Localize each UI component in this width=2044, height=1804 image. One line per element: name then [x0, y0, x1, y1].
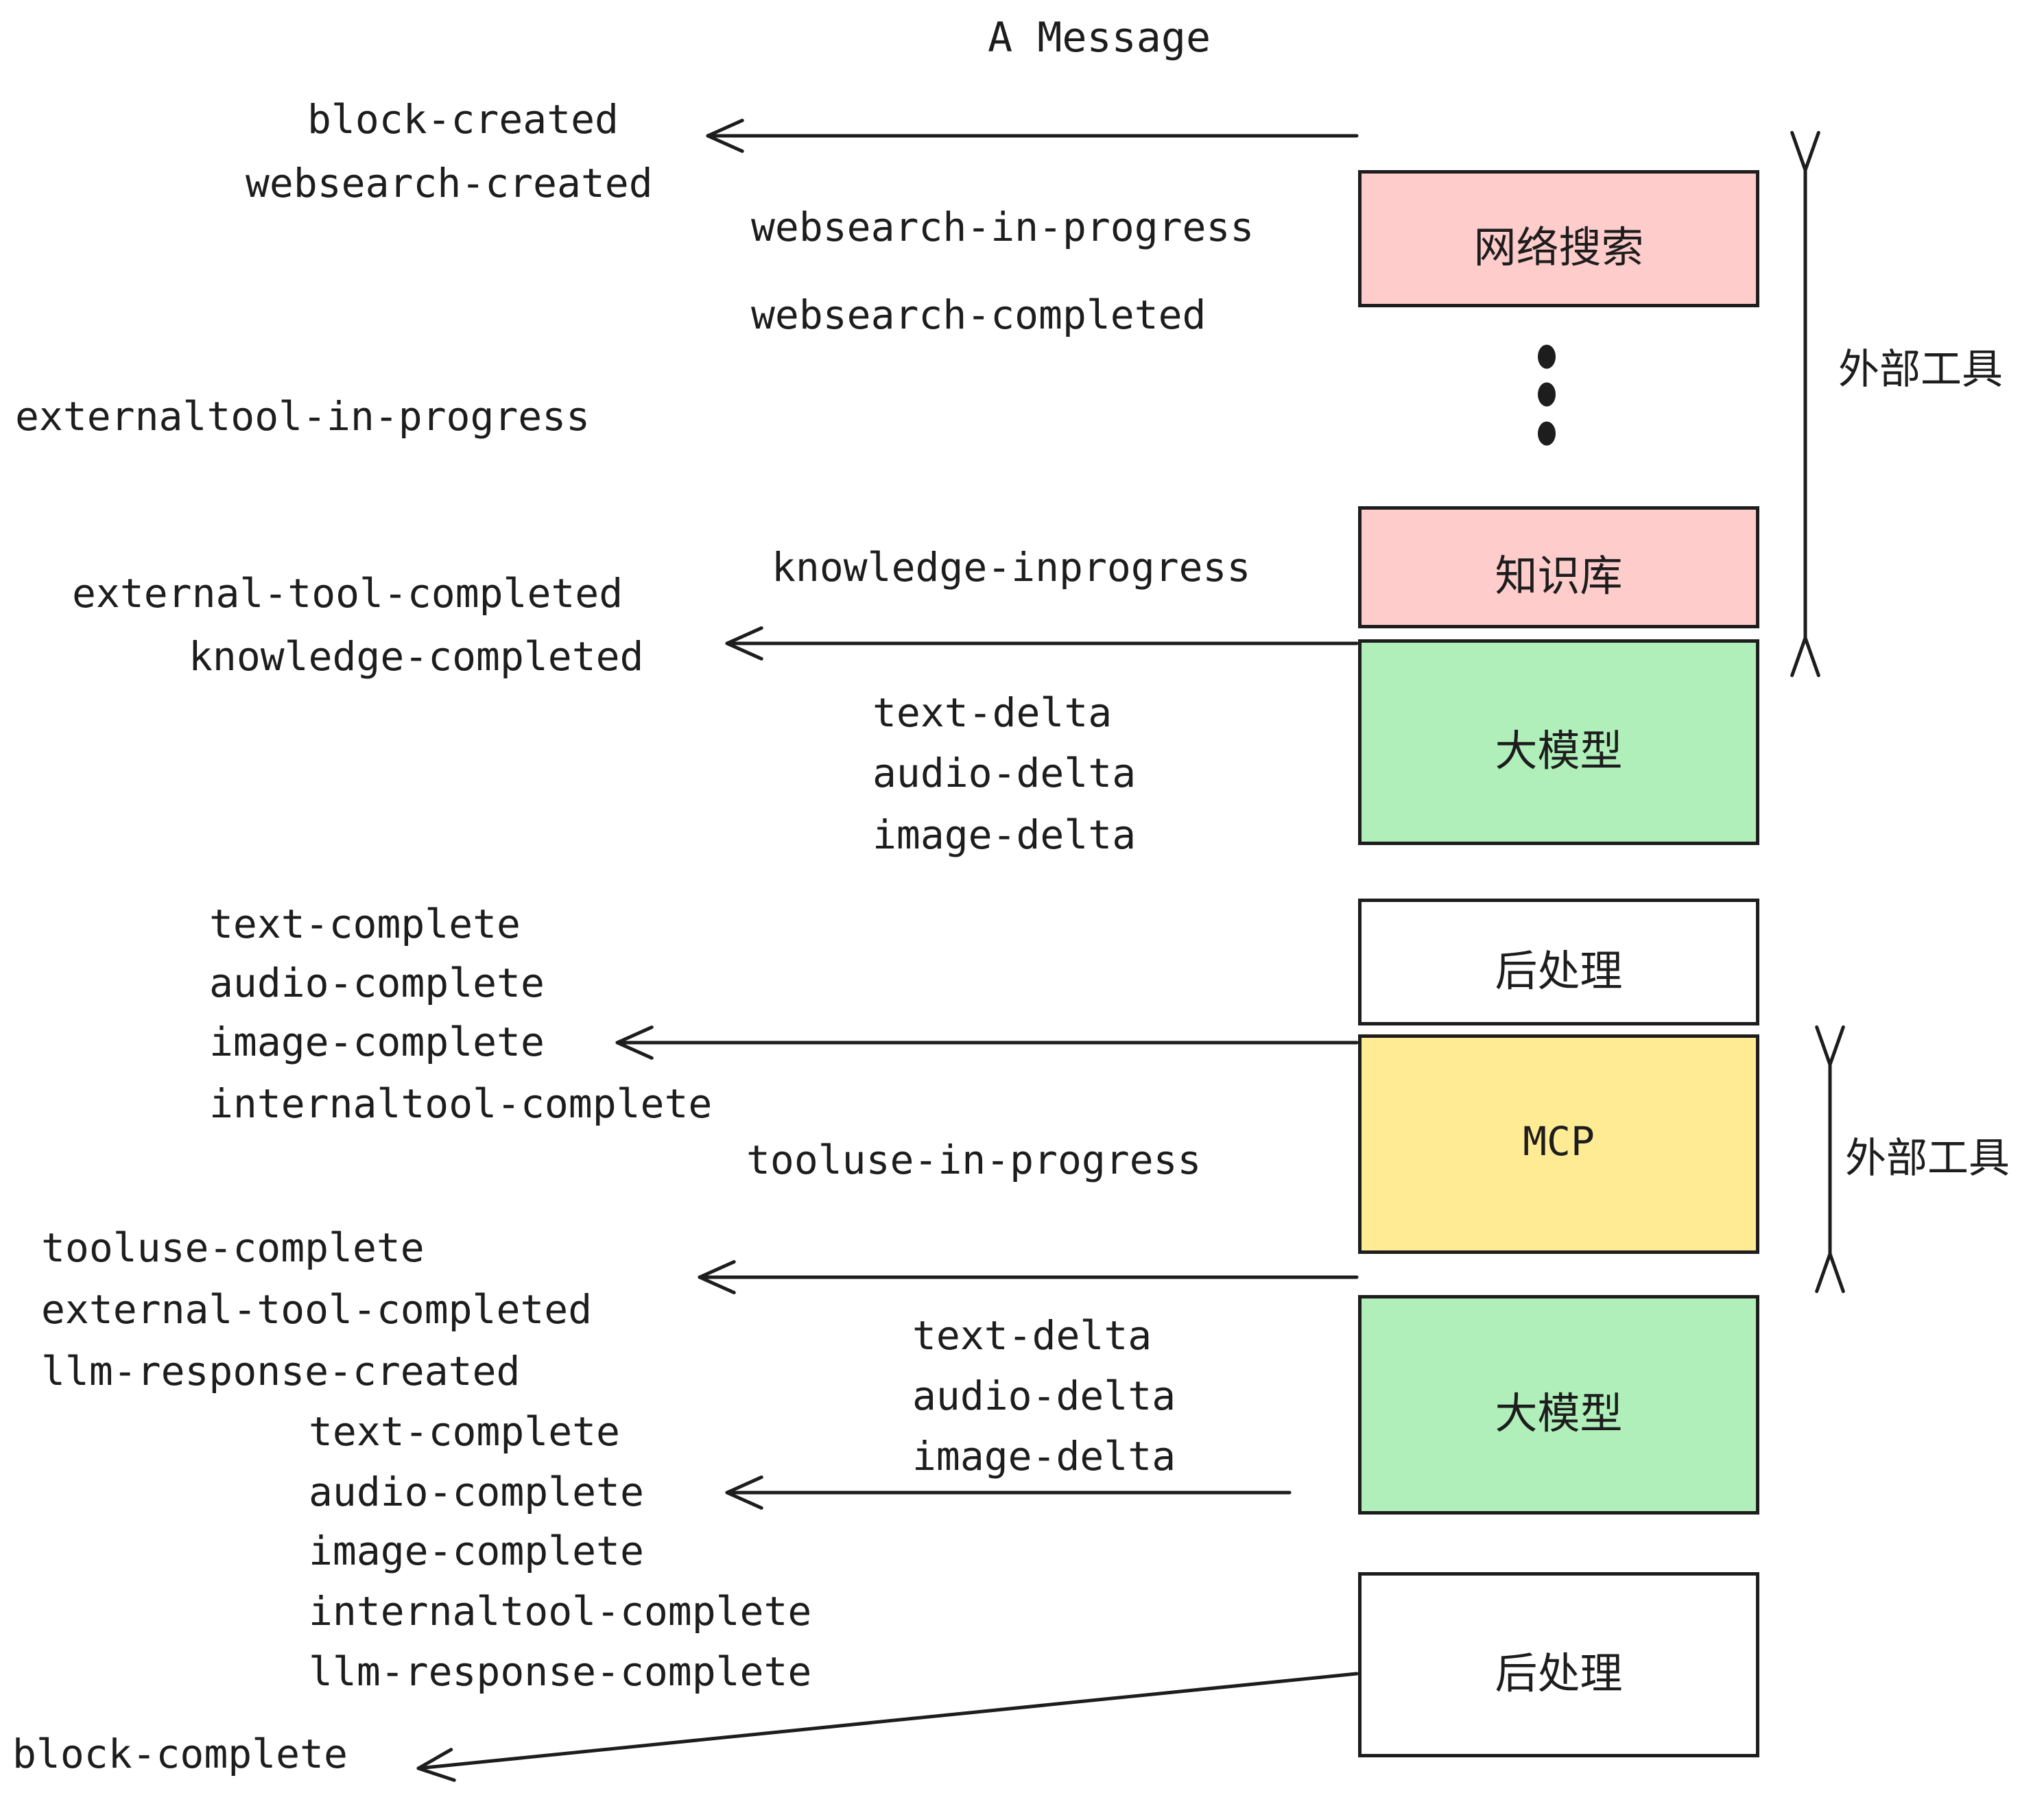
box-label-llm-top: 大模型: [1495, 726, 1623, 776]
arrow-knowledge-done-head: [725, 626, 763, 645]
ellipsis-dot-3: [1538, 421, 1556, 446]
arrow-audio-complete-head: [725, 1475, 763, 1495]
external-tools-arrow-bottom-head-down: [1815, 1252, 1832, 1294]
box-label-knowledge: 知识库: [1495, 551, 1623, 601]
event-label-websearch-completed: websearch-completed: [751, 292, 1207, 338]
external-tools-arrow-top-head-up: [1790, 130, 1807, 172]
box-label-post-bottom: 后处理: [1495, 1648, 1623, 1698]
arrow-block-created-head: [706, 119, 744, 138]
event-label-external-tool-completed-2: external-tool-completed: [41, 1286, 593, 1333]
external-tools-arrow-bottom-head-up: [1815, 1025, 1832, 1067]
arrow-block-complete-line: [416, 1672, 1359, 1770]
event-label-internaltool-complete-2: internaltool-complete: [309, 1588, 812, 1635]
event-label-text-complete-1: text-complete: [209, 901, 521, 947]
arrow-tooluse-complete-head: [698, 1275, 736, 1294]
external-tools-arrow-top-head-down: [1803, 636, 1820, 678]
event-label-image-complete-1: image-complete: [209, 1019, 545, 1065]
event-label-audio-delta-1: audio-delta: [872, 750, 1137, 796]
arrow-block-created-head: [706, 134, 744, 153]
ellipsis-dot-2: [1538, 382, 1556, 407]
event-label-internaltool-complete-1: internaltool-complete: [209, 1080, 713, 1127]
arrow-tooluse-complete-head: [698, 1260, 736, 1279]
vertical-ellipsis-icon: [1538, 344, 1556, 446]
event-label-audio-complete-2: audio-complete: [309, 1469, 644, 1515]
arrow-audio-complete-head: [725, 1491, 763, 1510]
event-label-websearch-created: websearch-created: [246, 160, 653, 206]
event-label-block-created: block-created: [307, 96, 619, 143]
event-label-knowledge-completed: knowledge-completed: [189, 633, 644, 680]
event-label-image-delta-1: image-delta: [872, 811, 1137, 858]
event-label-tooluse-in-progress: tooluse-in-progress: [746, 1137, 1202, 1183]
event-label-block-complete: block-complete: [12, 1731, 348, 1777]
group-label-external-tools-bottom: 外部工具: [1845, 1135, 2010, 1183]
event-label-image-complete-2: image-complete: [309, 1528, 644, 1574]
box-llm-top: [1358, 639, 1759, 845]
box-post-top: [1358, 899, 1759, 1025]
box-label-llm-bottom: 大模型: [1495, 1388, 1623, 1438]
event-label-text-delta-2: text-delta: [912, 1312, 1152, 1359]
arrow-block-complete-head: [416, 1766, 456, 1782]
arrow-image-complete-head: [615, 1041, 654, 1060]
event-label-tooluse-complete: tooluse-complete: [41, 1224, 425, 1271]
event-label-text-delta-1: text-delta: [872, 689, 1113, 736]
box-websearch: [1358, 170, 1759, 307]
external-tools-arrow-top-head-down: [1790, 636, 1807, 678]
external-tools-arrow-top-head-up: [1803, 130, 1820, 172]
box-label-post-top: 后处理: [1495, 945, 1623, 996]
event-label-image-delta-2: image-delta: [912, 1433, 1176, 1480]
box-llm-bottom: [1358, 1295, 1759, 1515]
group-scope-arrows: [1790, 130, 1845, 1294]
event-label-llm-response-created: llm-response-created: [41, 1348, 521, 1394]
ellipsis-dot-1: [1538, 344, 1556, 369]
box-label-websearch: 网络搜索: [1473, 222, 1644, 272]
box-label-mcp: MCP: [1523, 1118, 1595, 1165]
arrow-image-complete-head: [615, 1025, 654, 1045]
flow-arrows: [416, 119, 1359, 1782]
event-label-knowledge-inprogress: knowledge-inprogress: [772, 544, 1251, 591]
external-tools-arrow-bottom-head-up: [1828, 1025, 1845, 1067]
box-mcp: [1358, 1034, 1759, 1254]
event-label-externaltool-in-progress: externaltool-in-progress: [15, 393, 591, 440]
event-label-external-tool-completed-1: external-tool-completed: [72, 570, 623, 617]
external-tools-arrow-bottom-head-down: [1828, 1252, 1845, 1294]
arrow-block-complete-head: [416, 1748, 453, 1770]
arrow-knowledge-done-head: [725, 641, 763, 661]
event-label-audio-complete-1: audio-complete: [209, 960, 545, 1006]
event-label-text-complete-2: text-complete: [309, 1408, 620, 1455]
box-post-bottom: [1358, 1572, 1759, 1757]
event-label-websearch-in-progress: websearch-in-progress: [751, 204, 1255, 250]
event-label-audio-delta-2: audio-delta: [912, 1373, 1176, 1419]
group-label-external-tools-top: 外部工具: [1838, 346, 2003, 394]
box-knowledge: [1358, 506, 1759, 628]
event-label-llm-response-complete: llm-response-complete: [309, 1648, 812, 1695]
page-title: A Message: [988, 14, 1211, 62]
